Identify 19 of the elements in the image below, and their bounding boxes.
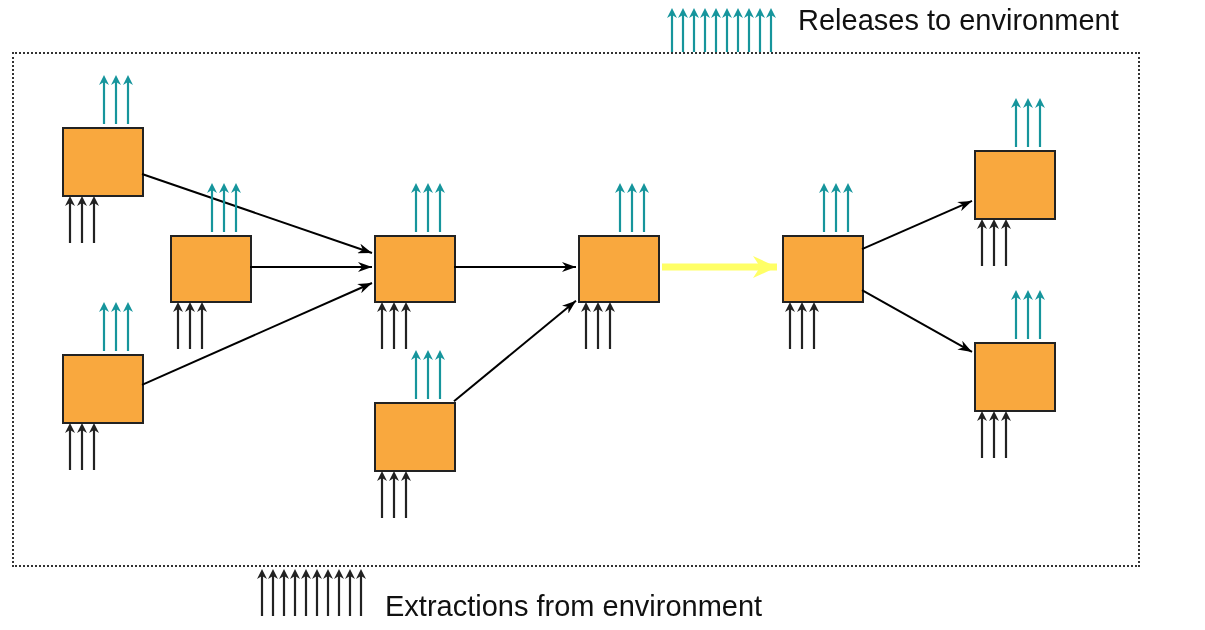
process-box [374, 235, 456, 303]
arrow [249, 262, 373, 272]
system-boundary [12, 52, 1140, 567]
arrow [141, 173, 373, 254]
process-box [974, 342, 1056, 412]
arrow [141, 282, 373, 386]
arrow [453, 299, 577, 403]
process-box [374, 402, 456, 472]
process-box [62, 354, 144, 424]
process-box [62, 127, 144, 197]
process-box [578, 235, 660, 303]
label-text: Extractions from environment [385, 590, 763, 623]
arrow [861, 289, 973, 353]
label-text: Releases to environment [798, 4, 1119, 37]
process-box [170, 235, 252, 303]
process-box [782, 235, 864, 303]
arrow [453, 262, 577, 272]
process-box [974, 150, 1056, 220]
arrow [861, 199, 973, 251]
